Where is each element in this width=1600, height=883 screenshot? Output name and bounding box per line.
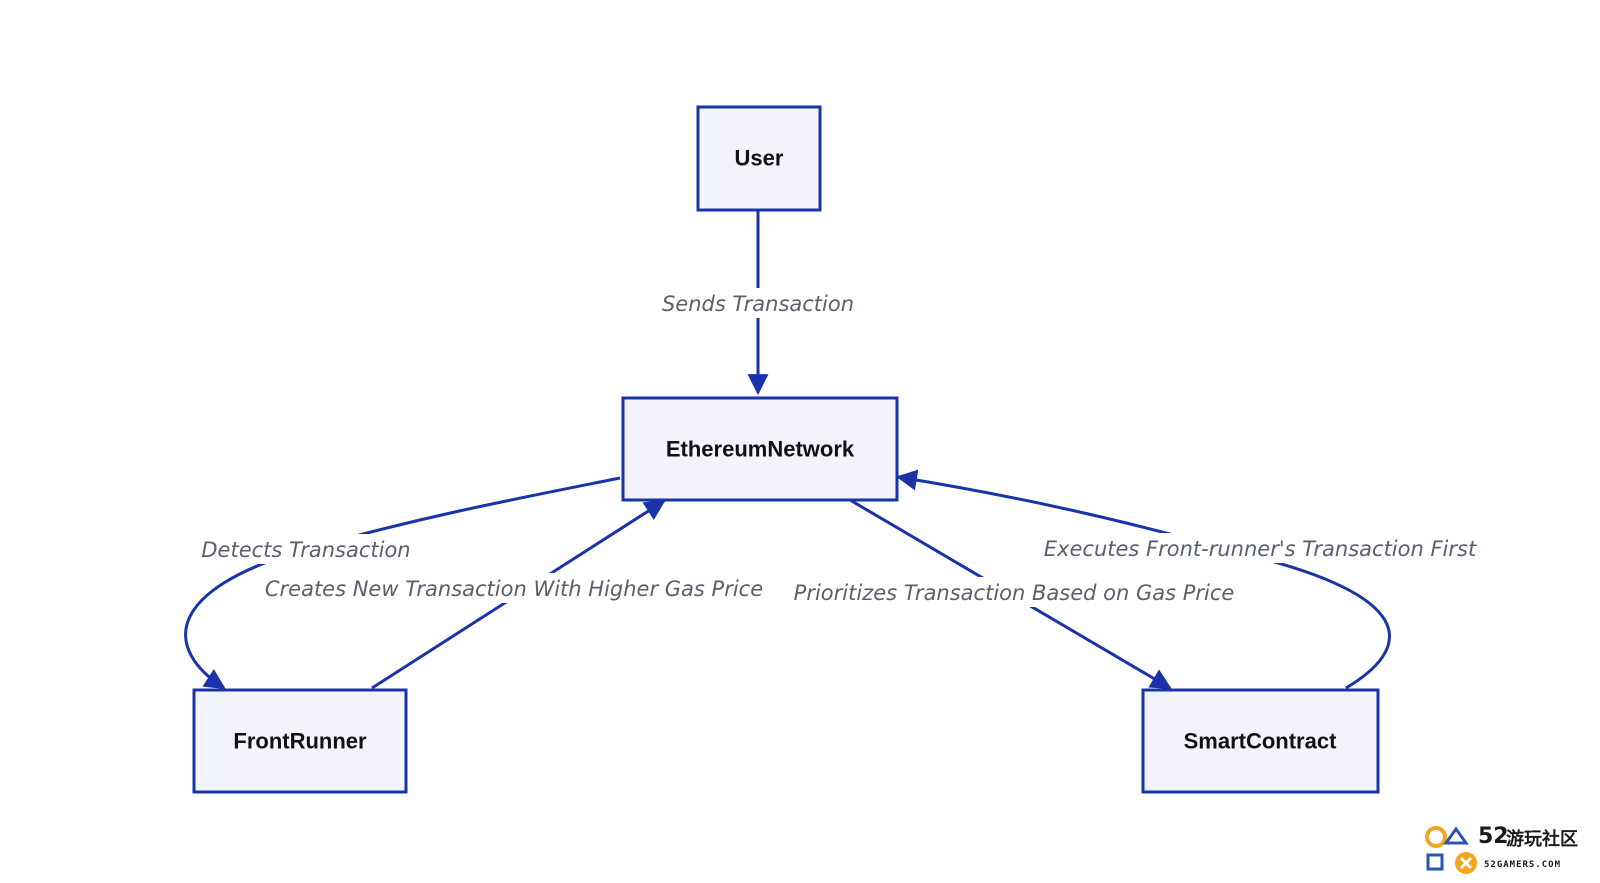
node-smart-contract: SmartContract	[1141, 688, 1380, 794]
node-label-user: User	[735, 146, 784, 171]
edge-label-text: Prioritizes Transaction Based on Gas Pri…	[794, 581, 1235, 605]
site-watermark-logo: 52 游玩社区 52GAMERS.COM	[1425, 824, 1578, 874]
watermark-name: 游玩社区	[1506, 828, 1578, 850]
edge-label-executes-first: Executes Front-runner's Transaction Firs…	[1044, 533, 1477, 563]
gamepad-symbols-icon	[1425, 826, 1477, 874]
watermark-domain: 52GAMERS.COM	[1484, 860, 1561, 870]
edge-label-text: Executes Front-runner's Transaction Firs…	[1044, 537, 1477, 561]
edge-label-text: Creates New Transaction With Higher Gas …	[265, 577, 763, 601]
node-user: User	[696, 105, 822, 212]
node-label-ethereum-network: EthereumNetwork	[666, 437, 855, 462]
edge-label-creates-new-transaction: Creates New Transaction With Higher Gas …	[265, 573, 763, 603]
edge-label-text: Sends Transaction	[662, 292, 854, 316]
edge-label-text: Detects Transaction	[201, 538, 410, 562]
edge-label-detects-transaction: Detects Transaction	[201, 534, 411, 564]
edge-label-prioritizes-transaction: Prioritizes Transaction Based on Gas Pri…	[794, 577, 1235, 607]
node-ethereum-network: EthereumNetwork	[621, 396, 899, 502]
edge-label-sends-transaction: Sends Transaction	[660, 288, 856, 318]
node-front-runner: FrontRunner	[192, 688, 408, 794]
watermark-number: 52	[1478, 824, 1509, 849]
node-label-front-runner: FrontRunner	[233, 729, 367, 754]
node-label-smart-contract: SmartContract	[1184, 729, 1337, 754]
